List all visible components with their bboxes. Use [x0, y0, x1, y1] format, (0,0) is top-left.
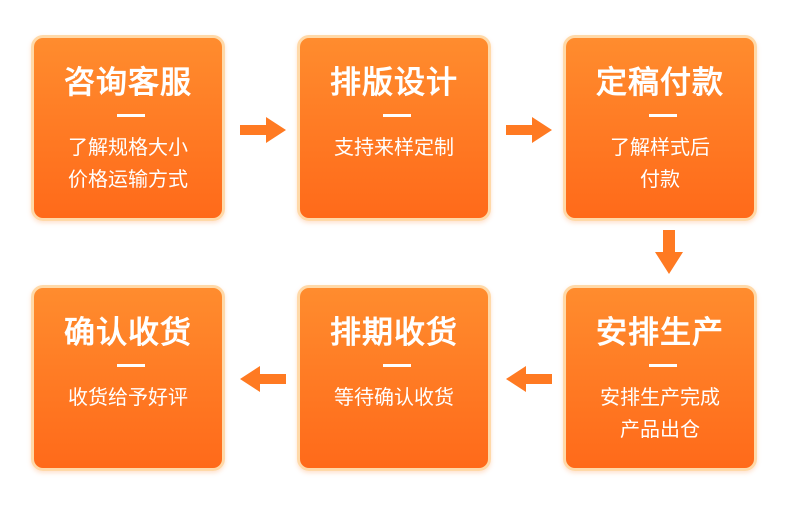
step-title: 排版设计: [330, 65, 458, 101]
title-divider: [383, 364, 411, 367]
step-card-consult: 咨询客服 了解规格大小 价格运输方式: [31, 35, 225, 221]
step-description: 了解样式后 付款: [566, 131, 754, 195]
step-description: 了解规格大小 价格运输方式: [34, 131, 222, 195]
step-desc-line: 产品出仓: [620, 417, 700, 441]
step-desc-line: 价格运输方式: [68, 167, 188, 191]
step-desc-line: 支持来样定制: [334, 135, 454, 159]
step-card-production: 安排生产 安排生产完成 产品出仓: [563, 285, 757, 471]
title-divider: [649, 364, 677, 367]
step-title: 安排生产: [596, 315, 724, 351]
step-card-schedule-receipt: 排期收货 等待确认收货: [297, 285, 491, 471]
title-divider: [117, 364, 145, 367]
arrow-left-icon: [240, 366, 286, 392]
step-title: 定稿付款: [596, 65, 724, 101]
title-divider: [649, 114, 677, 117]
step-desc-line: 收货给予好评: [68, 385, 188, 409]
step-card-confirm-receipt: 确认收货 收货给予好评: [31, 285, 225, 471]
step-description: 收货给予好评: [34, 381, 222, 413]
step-title: 咨询客服: [64, 65, 192, 101]
step-description: 等待确认收货: [300, 381, 488, 413]
step-desc-line: 等待确认收货: [334, 385, 454, 409]
step-desc-line: 安排生产完成: [600, 385, 720, 409]
arrow-down-icon: [655, 230, 683, 274]
arrow-left-icon: [506, 366, 552, 392]
arrow-right-icon: [240, 117, 286, 143]
step-description: 支持来样定制: [300, 131, 488, 163]
arrow-right-icon: [506, 117, 552, 143]
step-card-payment: 定稿付款 了解样式后 付款: [563, 35, 757, 221]
step-card-design: 排版设计 支持来样定制: [297, 35, 491, 221]
step-description: 安排生产完成 产品出仓: [566, 381, 754, 445]
step-title: 排期收货: [330, 315, 458, 351]
step-desc-line: 付款: [640, 167, 680, 191]
title-divider: [117, 114, 145, 117]
step-desc-line: 了解样式后: [610, 135, 710, 159]
title-divider: [383, 114, 411, 117]
step-desc-line: 了解规格大小: [68, 135, 188, 159]
step-title: 确认收货: [64, 315, 192, 351]
